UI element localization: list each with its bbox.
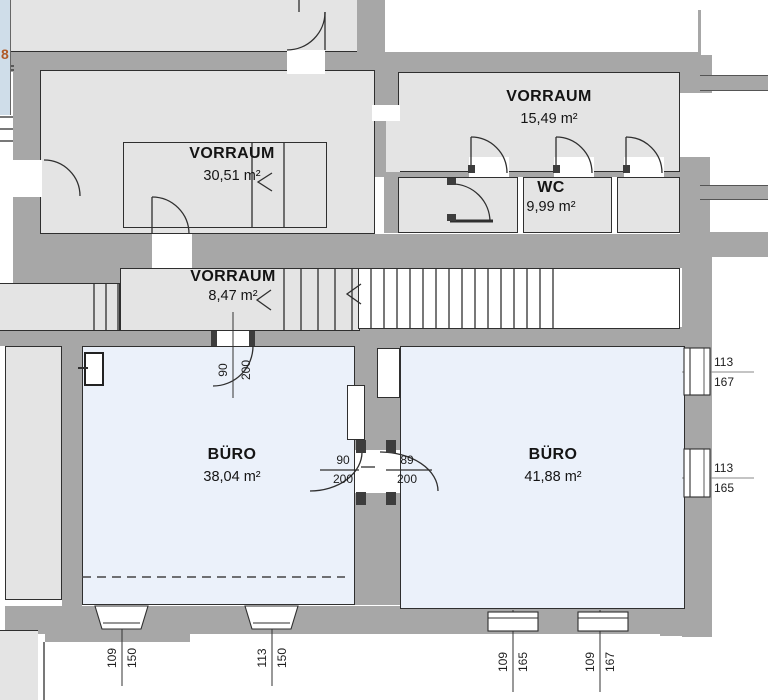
dim-dbl-right-height: 200 <box>396 472 418 486</box>
cabinet-symbol <box>84 352 104 386</box>
room-name: VORRAUM <box>506 88 592 105</box>
room-adjacent-left <box>5 346 62 600</box>
door-opening-vorraum2-1 <box>469 157 509 177</box>
room-name: WC <box>537 179 565 196</box>
dim-window-right-bot-h: 165 <box>714 481 735 495</box>
door-opening-left-wall <box>11 160 42 197</box>
door-opening-cross-wall <box>372 105 400 121</box>
wall-protrusion-1 <box>700 75 768 91</box>
room-area: 9,99 m² <box>526 199 576 215</box>
room-area: 8,47 m² <box>208 288 258 304</box>
room-name: VORRAUM <box>189 145 275 162</box>
stair-closet-box <box>123 142 327 228</box>
room-label-vorraum-1: VORRAUM 30,51 m² <box>132 145 332 184</box>
room-adjacent-bottomleft <box>0 630 38 700</box>
dim-window-b1r-h: 150 <box>275 647 289 669</box>
edge-label: 8 <box>1 46 9 62</box>
wall-left-mid <box>13 268 120 283</box>
room-buero-1 <box>82 346 355 605</box>
room-area: 30,51 m² <box>203 168 261 184</box>
room-vorraum-1 <box>40 70 375 234</box>
room-small-right <box>617 177 680 233</box>
door-opening-buero1 <box>213 331 253 346</box>
room-area: 41,88 m² <box>524 469 582 485</box>
dim-window-b2l-w: 109 <box>496 651 510 673</box>
wall-left-lower <box>62 346 82 606</box>
door-opening-vorraum1-bottom <box>152 234 192 268</box>
wall-small-r3 <box>384 177 398 233</box>
wall-bottom-step <box>45 634 190 642</box>
dim-window-right-top-w: 113 <box>714 355 734 369</box>
room-area: 38,04 m² <box>203 469 261 485</box>
wall-protrusion-2 <box>700 185 768 200</box>
door-opening-vorraum2-2 <box>554 157 594 177</box>
room-name: VORRAUM <box>190 268 276 285</box>
wall-right-lower <box>682 237 712 637</box>
dim-dbl-left-width: 90 <box>336 453 350 467</box>
room-cutoff-top <box>10 0 357 52</box>
wall-band-3 <box>0 331 712 346</box>
dim-window-b1r-w: 113 <box>255 648 269 668</box>
room-area: 15,49 m² <box>520 111 578 127</box>
room-label-buero-2: BÜRO 41,88 m² <box>453 446 653 485</box>
niche-left <box>347 385 365 440</box>
dim-window-right-bot-w: 113 <box>714 461 734 475</box>
room-name: BÜRO <box>528 446 578 463</box>
dim-window-b2l-h: 165 <box>516 651 530 673</box>
room-name: BÜRO <box>207 446 257 463</box>
wall-band-2 <box>13 234 712 268</box>
wall-protrusion-3 <box>703 232 768 257</box>
dim-window-b2r-h: 167 <box>603 651 617 673</box>
room-label-vorraum-3: VORRAUM 8,47 m² <box>133 268 333 304</box>
edge-strip <box>0 0 11 115</box>
wall-bottom-band <box>5 606 712 634</box>
door-opening-top <box>287 50 325 74</box>
room-corridor-left <box>0 283 120 331</box>
dim-window-right-top-h: 167 <box>714 375 735 389</box>
dim-window-b1l-w: 109 <box>105 647 119 669</box>
room-label-buero-1: BÜRO 38,04 m² <box>132 446 332 485</box>
wall-top-band <box>10 52 700 72</box>
room-wc <box>523 177 612 233</box>
door-opening-vorraum2-3 <box>624 157 664 177</box>
dim-door-entry-width: 90 <box>216 363 230 377</box>
room-label-wc: WC 9,99 m² <box>451 179 651 215</box>
dim-dbl-right-width: 89 <box>400 453 414 467</box>
room-label-vorraum-2: VORRAUM 15,49 m² <box>449 88 649 127</box>
dim-window-b2r-w: 109 <box>583 651 597 673</box>
niche-right <box>377 348 400 398</box>
room-vorraum-2-notch <box>386 121 400 172</box>
dim-window-b1l-h: 150 <box>125 647 139 669</box>
wall-cross-above <box>357 0 385 52</box>
stairwell <box>358 268 680 329</box>
wall-right-thin-top <box>698 10 701 55</box>
dim-dbl-left-height: 200 <box>332 472 354 486</box>
dim-door-entry-height: 200 <box>239 359 253 381</box>
room-buero-2 <box>400 346 685 609</box>
